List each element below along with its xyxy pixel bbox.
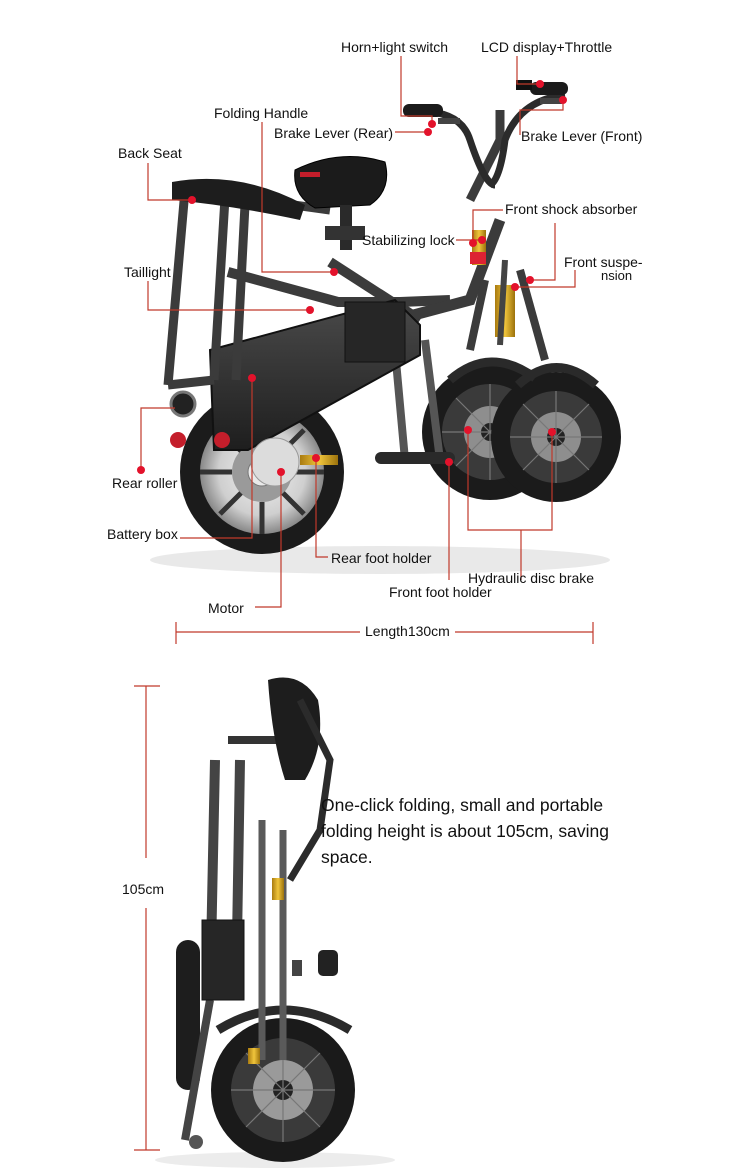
length-dimension-line [175,622,594,644]
label-folding-handle: Folding Handle [214,105,309,121]
label-front-shock-absorber: Front shock absorber [505,201,638,217]
label-front-suspension-2: nsion [601,268,633,283]
callout-hydraulic-brake [467,430,553,580]
callout-back-seat [147,163,192,201]
label-rear-foot-holder: Rear foot holder [331,550,432,566]
label-stabilizing-lock: Stabilizing lock [362,232,455,248]
callout-folding-handle [261,122,334,273]
folded-trike [155,677,395,1168]
front-foot-holder-shape [375,452,455,464]
front-suspension-shape [466,230,549,362]
callout-taillight [147,281,310,311]
caption-line-3: space. [321,847,373,867]
height-dimension-label: 105cm [119,881,168,897]
battery-box-shape [208,298,421,451]
label-hydraulic-disc-brake: Hydraulic disc brake [468,570,595,586]
callout-rear-roller [140,407,175,470]
length-dimension-label: Length130cm [362,623,453,639]
label-horn-light-switch: Horn+light switch [341,39,448,55]
front-wheel-right [491,372,621,502]
label-motor: Motor [208,600,244,616]
rear-roller-shape [169,390,197,418]
label-lcd-display-throttle: LCD display+Throttle [481,39,613,55]
label-brake-lever-front: Brake Lever (Front) [521,128,643,144]
lcd-display-shape [516,80,532,90]
label-back-seat: Back Seat [118,145,182,161]
caption-line-2: folding height is about 105cm, saving [321,821,609,841]
label-battery-box: Battery box [107,526,178,542]
unfolded-trike [150,80,621,574]
callout-battery-box [180,378,253,539]
callout-rear-foot-holder [315,458,328,558]
left-grip [403,104,443,117]
label-front-suspension-1: Front suspe- [564,254,643,270]
rear-rack [163,178,331,448]
callout-lines [140,56,576,608]
callout-front-shock [472,209,503,243]
callout-front-suspension [515,270,576,288]
taillight-shape [170,432,186,448]
headlight-shape [318,950,338,976]
label-front-foot-holder: Front foot holder [389,584,492,600]
callout-brake-front [519,100,564,135]
callout-motor [255,472,282,608]
callout-dots [137,80,567,476]
label-taillight: Taillight [124,264,171,280]
motor-shape [250,437,300,487]
folding-caption: One-click folding, small and portable fo… [321,792,651,870]
saddle [294,156,388,250]
label-brake-lever-rear: Brake Lever (Rear) [274,125,394,141]
callout-lcd [516,56,540,85]
height-dimension-line [134,685,160,1151]
label-rear-roller: Rear roller [112,475,178,491]
caption-line-1: One-click folding, small and portable [321,795,604,815]
